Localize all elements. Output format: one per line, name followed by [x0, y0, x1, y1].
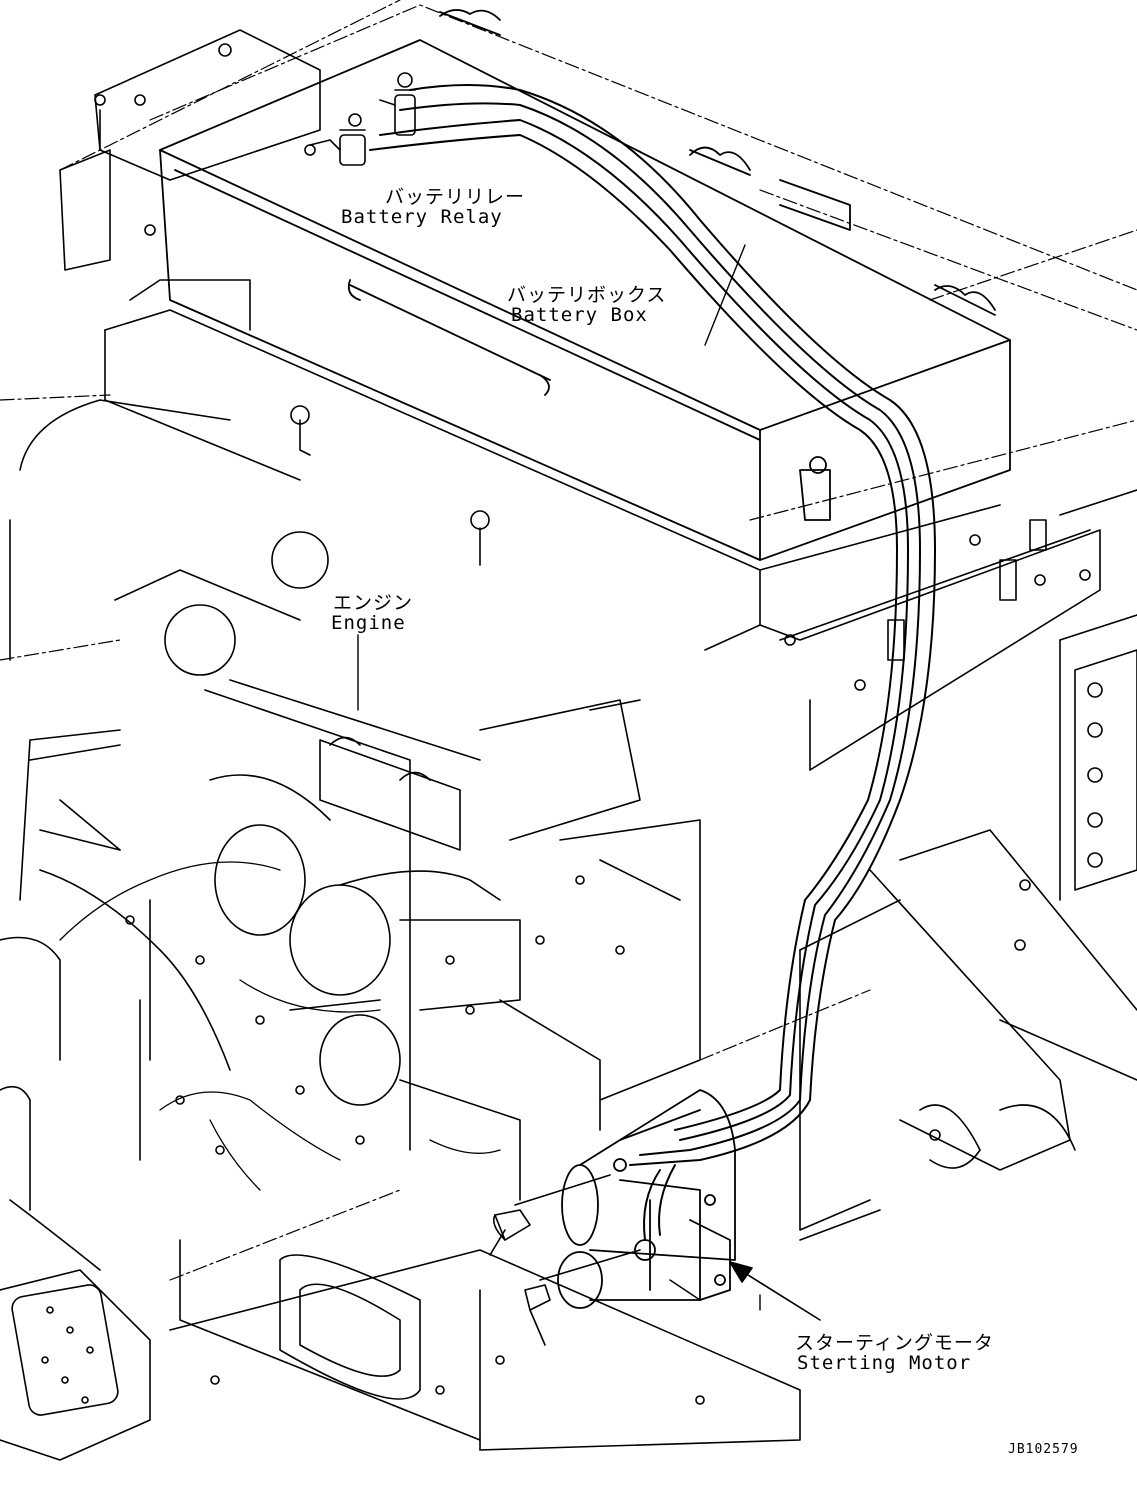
drawing-code: JB102579 — [1008, 1442, 1079, 1457]
starting-motor-label-jp: スターティングモータ — [795, 1332, 994, 1354]
starter-arrow — [729, 1261, 821, 1321]
upper-frame — [59, 29, 321, 331]
battery-box-label-jp: バッテリボックス — [507, 284, 667, 306]
lower-frame — [169, 1209, 881, 1451]
battery-relay — [304, 72, 416, 166]
starter-fittings — [489, 1174, 641, 1346]
engine-label-en: Engine — [331, 612, 406, 634]
turbo-assembly — [39, 774, 521, 1106]
leader-lines — [357, 244, 761, 1311]
engine-label-jp: エンジン — [333, 592, 414, 614]
leader-starter-1 — [669, 1279, 701, 1301]
frame-outline — [0, 0, 1137, 1281]
battery-relay-label-jp: バッテリリレー — [385, 186, 526, 208]
battery-tray — [104, 309, 1101, 771]
starting-motor-label-en: Sterting Motor — [797, 1352, 972, 1374]
leader-battery-box — [704, 244, 746, 346]
right-frame — [799, 489, 1137, 1231]
battery-box-label-en: Battery Box — [511, 304, 648, 326]
engine-block — [9, 399, 701, 1201]
left-side — [0, 936, 481, 1461]
battery-cables — [369, 84, 936, 1241]
battery-relay-label-en: Battery Relay — [341, 206, 503, 228]
engine-harness — [59, 861, 501, 1191]
battery-box — [159, 9, 1011, 561]
